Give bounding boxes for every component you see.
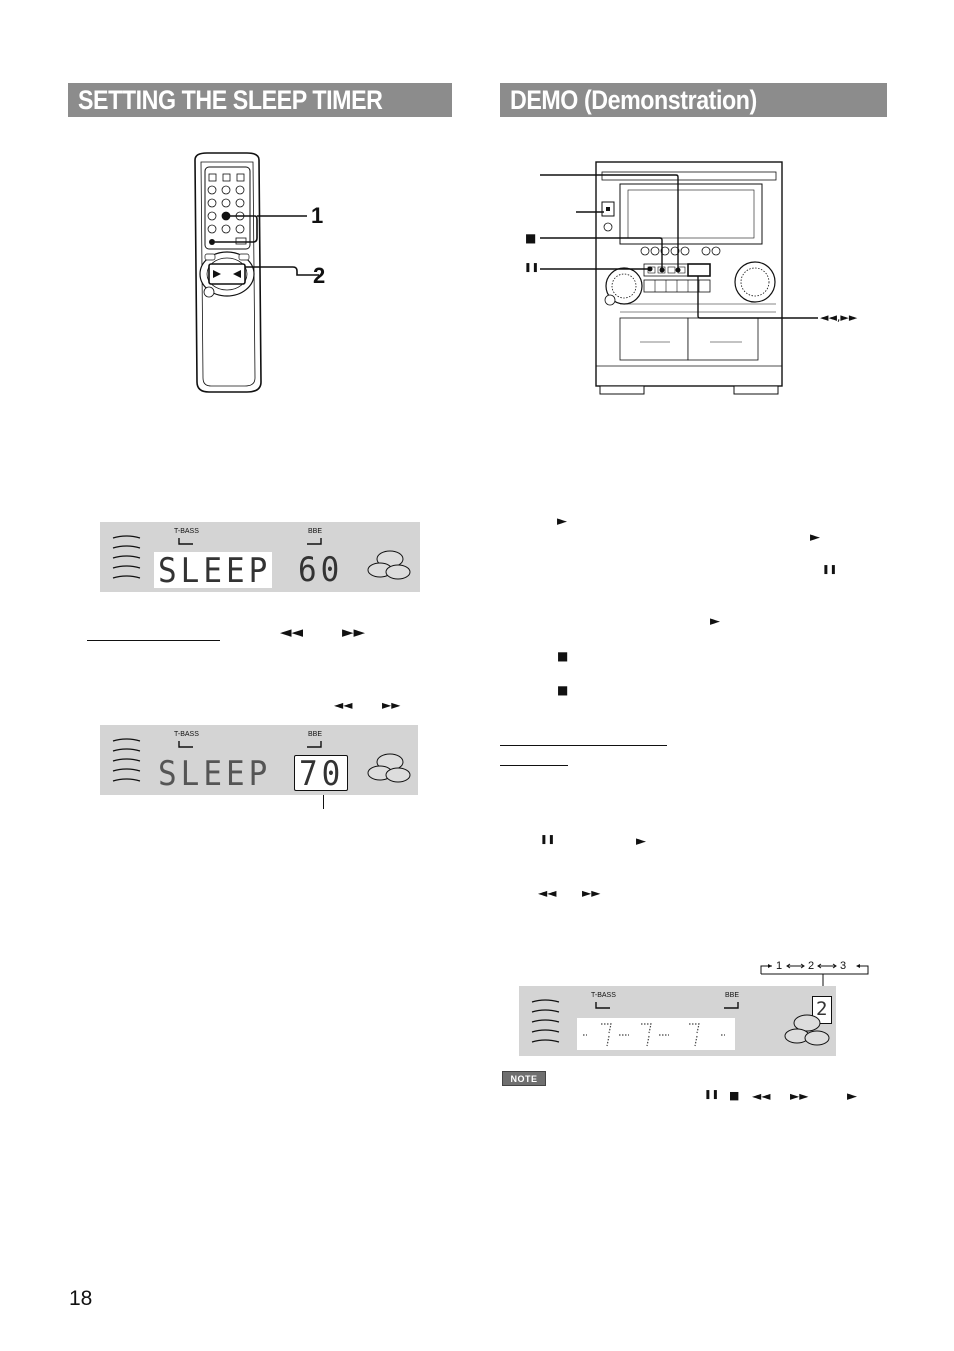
demo-digit-box: 2	[812, 996, 832, 1024]
sleep-minutes: 70	[299, 754, 345, 794]
play-icon: ►	[557, 514, 567, 529]
stop-icon: ■	[557, 649, 569, 663]
stereo-unit-illustration	[520, 160, 880, 400]
demo-sequence-indicator: 1 2 3	[760, 958, 870, 988]
callout-1: 1	[311, 203, 324, 228]
bbe-label: BBE	[308, 528, 323, 535]
play-icon: ►	[847, 1089, 857, 1104]
fast-forward-icon: ►►	[382, 698, 401, 712]
underline-heading-3	[500, 765, 568, 766]
stop-icon: ■	[557, 683, 569, 697]
stop-icon: ■	[525, 231, 537, 245]
demo-display: T-BASS BBE 2	[519, 986, 836, 1056]
rewind-icon: ◄◄	[334, 698, 353, 712]
sequence-step-1: 1	[776, 960, 783, 972]
sleep-text-window: SLEEP	[154, 551, 272, 591]
sleep-timer-heading: SETTING THE SLEEP TIMER	[68, 83, 452, 117]
rewind-icon: ◄◄	[538, 886, 557, 900]
fast-forward-icon: ►►	[790, 1089, 809, 1103]
fast-forward-icon: ►►	[582, 886, 601, 900]
demo-digit: 2	[816, 998, 828, 1020]
stop-icon: ■	[729, 1089, 740, 1102]
bbe-label: BBE	[308, 731, 323, 738]
sleep-text: SLEEP	[158, 551, 272, 591]
underline-heading-2	[500, 745, 667, 746]
sequence-step-3: 3	[840, 960, 847, 972]
callout-2: 2	[313, 263, 326, 288]
play-icon: ►	[710, 614, 720, 629]
pause-icon: ❚❚	[524, 263, 540, 273]
rew-ff-label: ◄◄,►►	[820, 311, 858, 324]
pause-icon: ❚❚	[540, 835, 556, 845]
demo-heading: DEMO (Demonstration)	[500, 83, 887, 117]
play-icon: ►	[810, 530, 820, 545]
fast-forward-icon: ►►	[342, 623, 366, 641]
underline-heading-1	[87, 640, 220, 641]
rewind-icon: ◄◄	[280, 623, 304, 641]
sequence-step-2: 2	[808, 960, 815, 972]
sleep-display-60: T-BASS BBE SLEEP 60	[100, 522, 420, 592]
tbass-label: T-BASS	[174, 731, 199, 738]
sleep-text: SLEEP	[158, 754, 272, 794]
note-badge: NOTE	[502, 1071, 546, 1086]
pause-icon: ❚❚	[704, 1090, 720, 1100]
remote-control-illustration	[185, 150, 345, 395]
sleep-minutes: 60	[298, 550, 344, 590]
demo-text-window	[577, 1018, 735, 1050]
pointer-line	[323, 795, 324, 809]
minutes-highlight-box: 70	[294, 754, 348, 794]
rewind-icon: ◄◄	[752, 1089, 771, 1103]
play-icon: ►	[636, 834, 646, 849]
bbe-label: BBE	[725, 992, 740, 999]
sleep-display-70: T-BASS BBE SLEEP 70	[100, 725, 418, 795]
page-number: 18	[69, 1287, 93, 1310]
tbass-label: T-BASS	[591, 992, 616, 999]
tbass-label: T-BASS	[174, 528, 199, 535]
pause-icon: ❚❚	[822, 565, 838, 575]
